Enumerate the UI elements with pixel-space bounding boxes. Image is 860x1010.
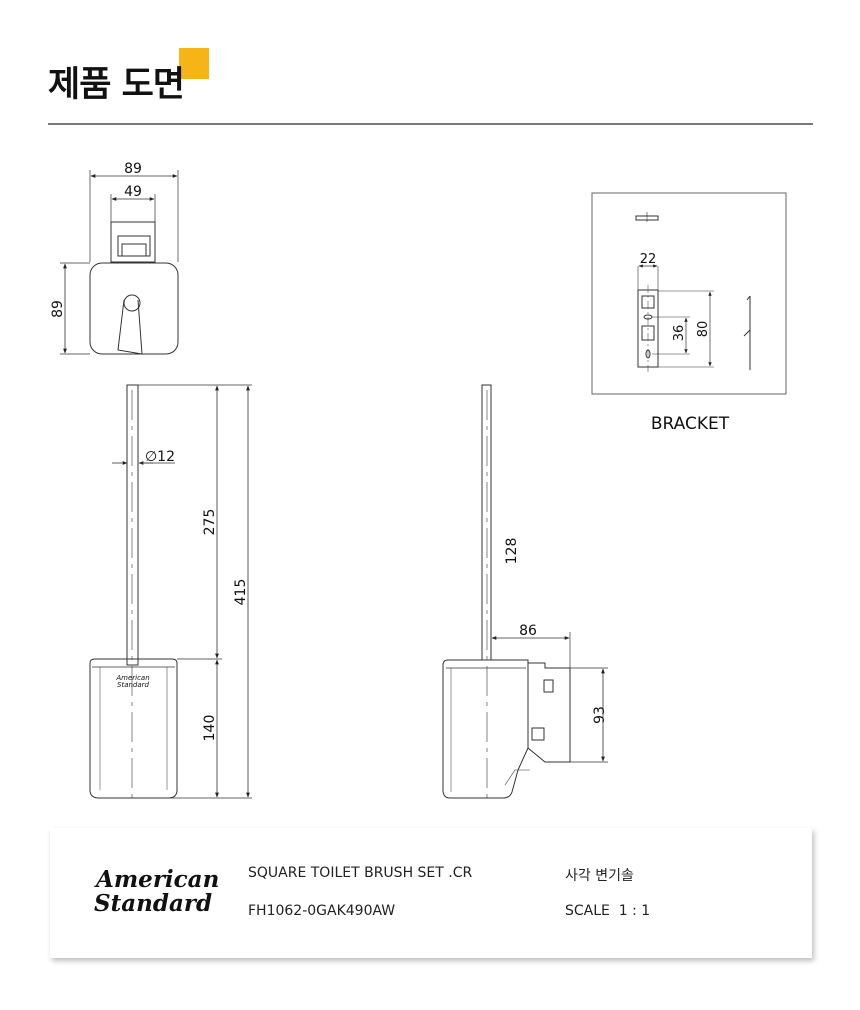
- dim-top-width: 89: [124, 161, 142, 177]
- side-view-clip: [543, 679, 554, 693]
- product-info-box: American Standard SQUARE TOILET BRUSH SE…: [50, 828, 812, 958]
- dim-diameter: ∅12: [145, 449, 175, 465]
- product-name: SQUARE TOILET BRUSH SET .CR: [248, 865, 473, 881]
- dim-top-depth: 89: [50, 300, 66, 318]
- dim-bracket-spacing: 36: [672, 325, 687, 342]
- brand-logo-line2: Standard: [94, 890, 213, 917]
- side-view: [442, 384, 608, 800]
- product-code: FH1062-0GAK490AW: [248, 903, 396, 919]
- dim-bracket-height-detail: 80: [696, 321, 711, 338]
- bracket-detail-frame: [591, 192, 787, 395]
- bracket-side-profile: [743, 295, 751, 370]
- technical-drawing: 89 49 89 ∅12 275 415 140 American Standa…: [50, 161, 787, 800]
- front-view-cup: [89, 658, 178, 799]
- top-view-handle-neck: [117, 299, 143, 355]
- cup-logo-line2: Standard: [117, 681, 150, 689]
- brand-logo: American Standard: [94, 866, 220, 917]
- top-view-bracket-inner: [117, 235, 151, 257]
- side-view-bracket: [527, 662, 571, 763]
- side-view-cup: [442, 659, 529, 799]
- front-view-handle: [126, 384, 139, 666]
- dim-handle-length: 275: [202, 509, 218, 536]
- top-view-bracket: [110, 221, 156, 263]
- title-accent-block: [179, 48, 209, 79]
- dim-cup-height: 140: [202, 715, 218, 742]
- page-header: 제품 도면: [0, 0, 860, 130]
- side-view-handle: [481, 384, 492, 661]
- bracket-detail: [591, 192, 787, 395]
- cup-logo-line1: American: [115, 674, 149, 682]
- drawing-scale: SCALE 1 : 1: [565, 903, 651, 919]
- front-view: [89, 384, 252, 800]
- dim-projection: 86: [519, 623, 537, 639]
- page-title: 제품 도면: [48, 65, 185, 105]
- dim-top-inner: 49: [124, 184, 142, 200]
- side-view-bottom-edge: [504, 769, 530, 786]
- top-view-handle-hole: [123, 294, 141, 312]
- product-name-korean: 사각 변기솔: [565, 868, 634, 884]
- dim-total-height: 415: [233, 579, 249, 606]
- dim-side-handle: 128: [504, 538, 520, 565]
- bracket-label: BRACKET: [650, 414, 730, 434]
- top-view-body: [89, 262, 179, 355]
- dim-bracket-width: 22: [640, 252, 657, 267]
- top-view-bracket-clip: [121, 243, 147, 257]
- brand-logo-line1: American: [96, 866, 220, 893]
- header-divider: [48, 123, 813, 125]
- top-view: [60, 170, 179, 355]
- side-view-clip: [531, 727, 545, 741]
- dim-bracket-height: 93: [592, 706, 608, 724]
